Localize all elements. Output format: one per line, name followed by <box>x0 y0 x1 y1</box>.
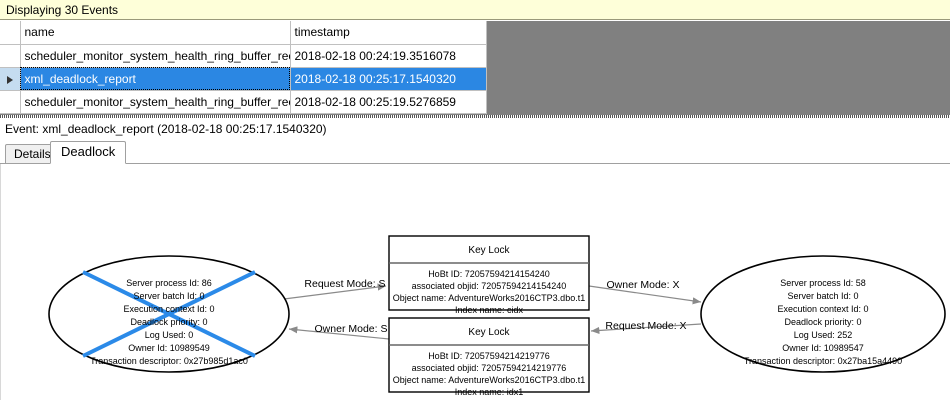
table-row[interactable]: scheduler_monitor_system_health_ring_buf… <box>0 44 487 68</box>
row-selector-triangle-icon <box>6 75 13 84</box>
edge-owner-x: Owner Mode: X <box>588 279 702 305</box>
deadlock-victim-cross-icon <box>82 270 256 358</box>
process-right-line-3: Deadlock priority: 0 <box>784 317 861 327</box>
key-lock-top-line-2: Object name: AdventureWorks2016CTP3.dbo.… <box>393 293 585 303</box>
cell-timestamp[interactable]: 2018-02-18 00:25:19.5276859 <box>290 90 487 114</box>
tab-deadlock[interactable]: Deadlock <box>50 141 127 164</box>
cell-name[interactable]: xml_deadlock_report <box>20 67 291 91</box>
event-header: Event: xml_deadlock_report (2018-02-18 0… <box>0 119 950 139</box>
process-left-line-1: Server batch Id: 0 <box>133 291 204 301</box>
row-selector-cell[interactable] <box>0 90 21 114</box>
edge-owner-s: Owner Mode: S <box>288 323 390 340</box>
deadlock-graph-svg: Request Mode: S Owner Mode: X Owner Mode… <box>48 235 946 397</box>
column-header-name[interactable]: name <box>20 21 291 45</box>
process-right-line-4: Log Used: 252 <box>794 330 853 340</box>
process-right-line-0: Server process Id: 58 <box>780 278 866 288</box>
events-count-banner: Displaying 30 Events <box>0 0 950 20</box>
key-lock-bottom-line-0: HoBt ID: 72057594214219776 <box>428 351 550 361</box>
event-header-label: Event: xml_deadlock_report (2018-02-18 0… <box>5 122 327 136</box>
deadlock-graph-canvas[interactable]: Request Mode: S Owner Mode: X Owner Mode… <box>0 164 950 400</box>
key-lock-bottom-title: Key Lock <box>468 327 510 338</box>
row-selector-cell[interactable] <box>0 67 21 91</box>
key-lock-bottom-line-2: Object name: AdventureWorks2016CTP3.dbo.… <box>393 375 585 385</box>
edge-request-s: Request Mode: S <box>283 278 387 300</box>
resource-node-key-lock-bottom[interactable]: Key Lock HoBt ID: 72057594214219776 asso… <box>388 317 590 397</box>
edge-request-x-label: Request Mode: X <box>605 320 686 332</box>
key-lock-bottom-line-3: Index name: idx1 <box>455 387 524 397</box>
process-right-line-2: Execution context Id: 0 <box>777 304 868 314</box>
table-row[interactable]: scheduler_monitor_system_health_ring_buf… <box>0 90 487 114</box>
cell-name[interactable]: scheduler_monitor_system_health_ring_buf… <box>20 90 291 114</box>
tab-bottom-border <box>0 163 950 164</box>
column-header-selector <box>0 21 21 45</box>
cell-name[interactable]: scheduler_monitor_system_health_ring_buf… <box>20 44 291 68</box>
events-count-label: Displaying 30 Events <box>6 3 119 17</box>
process-left-line-5: Owner Id: 10989549 <box>128 343 210 353</box>
process-right-line-6: Transaction descriptor: 0x27ba15a4490 <box>744 356 902 366</box>
key-lock-top-title: Key Lock <box>468 245 510 256</box>
key-lock-top-line-0: HoBt ID: 72057594214154240 <box>428 269 550 279</box>
column-header-timestamp[interactable]: timestamp <box>290 21 487 45</box>
process-left-line-4: Log Used: 0 <box>145 330 194 340</box>
key-lock-top-line-1: associated objid: 72057594214154240 <box>412 281 567 291</box>
table-row-selected[interactable]: xml_deadlock_report 2018-02-18 00:25:17.… <box>0 67 487 91</box>
tab-bar: Details Deadlock <box>0 141 950 164</box>
process-node-left[interactable]: Server process Id: 86 Server batch Id: 0… <box>48 255 290 373</box>
process-left-line-2: Execution context Id: 0 <box>123 304 214 314</box>
edge-request-s-label: Request Mode: S <box>304 278 385 290</box>
process-right-line-1: Server batch Id: 0 <box>787 291 858 301</box>
process-left-line-3: Deadlock priority: 0 <box>130 317 207 327</box>
table-header-row: name timestamp <box>0 21 487 45</box>
process-left-line-6: Transaction descriptor: 0x27b985d1ac0 <box>90 356 248 366</box>
resource-node-key-lock-top[interactable]: Key Lock HoBt ID: 72057594214154240 asso… <box>388 235 590 315</box>
edge-owner-x-label: Owner Mode: X <box>607 279 680 291</box>
events-grid-container[interactable]: name timestamp scheduler_monitor_system_… <box>0 21 950 118</box>
edge-owner-s-label: Owner Mode: S <box>315 323 388 335</box>
key-lock-top-line-3: Index name: cidx <box>455 305 524 315</box>
process-right-line-5: Owner Id: 10989547 <box>782 343 864 353</box>
cell-timestamp[interactable]: 2018-02-18 00:24:19.3516078 <box>290 44 487 68</box>
events-grid[interactable]: name timestamp scheduler_monitor_system_… <box>0 21 487 114</box>
key-lock-bottom-line-1: associated objid: 72057594214219776 <box>412 363 567 373</box>
grid-splitter[interactable] <box>0 115 950 118</box>
process-left-line-0: Server process Id: 86 <box>126 278 212 288</box>
edge-request-x: Request Mode: X <box>590 320 702 335</box>
cell-timestamp[interactable]: 2018-02-18 00:25:17.1540320 <box>290 67 487 91</box>
row-selector-cell[interactable] <box>0 44 21 68</box>
process-node-right[interactable]: Server process Id: 58 Server batch Id: 0… <box>700 255 946 373</box>
